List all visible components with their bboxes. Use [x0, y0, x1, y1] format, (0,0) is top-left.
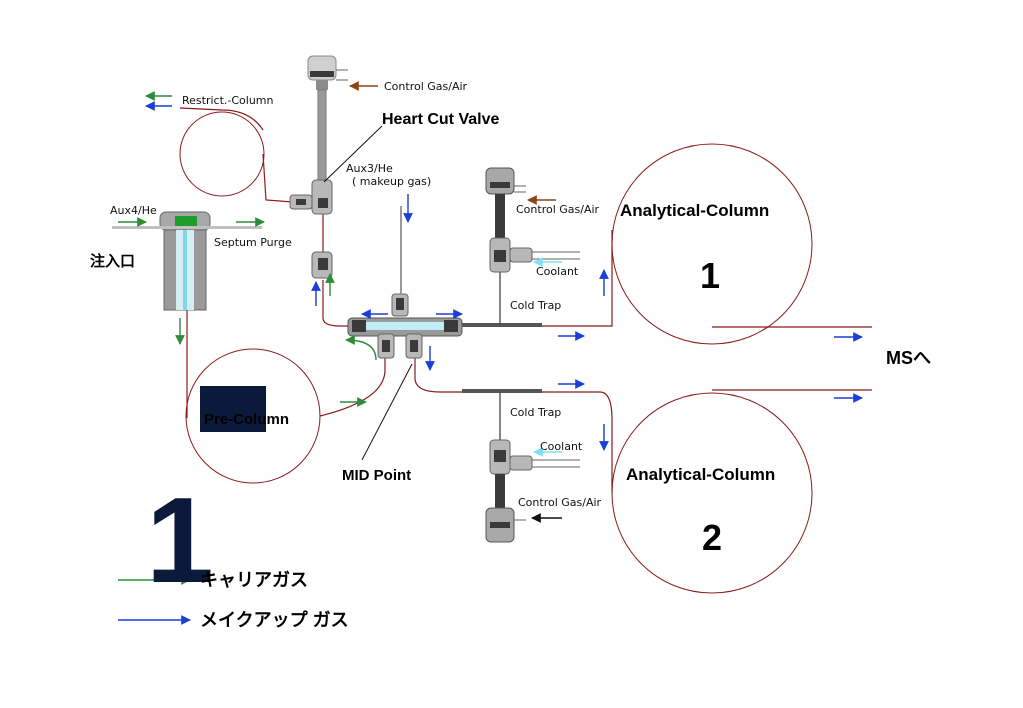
aux4-he-label: Aux4/He	[110, 204, 157, 217]
ms-label: MSへ	[886, 348, 931, 368]
restrict-column-coil	[179, 111, 265, 197]
cold-trap-lower-tube	[462, 389, 542, 393]
makeup-gas-arrows	[118, 101, 863, 625]
cold-trap-lower-label: Cold Trap	[510, 406, 561, 419]
injector-port	[112, 211, 262, 311]
cold-trap-upper-tube	[462, 323, 542, 327]
cold-trap-upper-label: Cold Trap	[510, 299, 561, 312]
carrier-gas-arrows	[118, 91, 377, 585]
heart-cut-valve-label: Heart Cut Valve	[382, 111, 499, 128]
legend-makeup-gas: メイクアップ ガス	[200, 609, 349, 630]
lower-cold-trap-valve	[485, 439, 580, 543]
coolant-upper-label: Coolant	[536, 265, 579, 278]
mid-point-leader	[361, 363, 413, 461]
heart-cut-valve-actuator	[289, 55, 348, 279]
injector-label: 注入口	[90, 252, 135, 270]
aux3-he-label: Aux3/He	[346, 162, 393, 175]
control-gas-arrows	[349, 81, 562, 523]
analytical-column-2-label: Analytical-Column	[626, 465, 775, 484]
heart-cut-valve-leader	[323, 125, 383, 183]
pre-column-box	[200, 386, 266, 432]
analytical-column-1-label: Analytical-Column	[620, 201, 769, 220]
coolant-arrows	[533, 257, 562, 457]
coolant-lower-label: Coolant	[540, 440, 583, 453]
septum-purge-label: Septum Purge	[214, 236, 292, 249]
control-gas-upper-trap-label: Control Gas/Air	[516, 203, 600, 216]
analytical-column-1-number: 1	[700, 255, 720, 296]
analytical-column-2-number: 2	[702, 517, 722, 558]
pre-column-label: Pre-Column	[204, 411, 289, 428]
restrict-column-label: Restrict.-Column	[182, 94, 274, 107]
slide-number: 1	[146, 472, 214, 608]
legend-carrier-gas: キャリアガス	[200, 570, 308, 590]
control-gas-top-label: Control Gas/Air	[384, 80, 468, 93]
analytical-column-1-coil	[611, 143, 813, 345]
control-gas-lower-trap-label: Control Gas/Air	[518, 496, 602, 509]
upper-cold-trap-valve	[485, 167, 580, 273]
mid-point-union	[347, 206, 463, 359]
mid-point-label: MID Point	[342, 467, 411, 484]
analytical-column-2-coil	[611, 392, 813, 594]
makeup-gas-label: ( makeup gas)	[352, 175, 431, 188]
